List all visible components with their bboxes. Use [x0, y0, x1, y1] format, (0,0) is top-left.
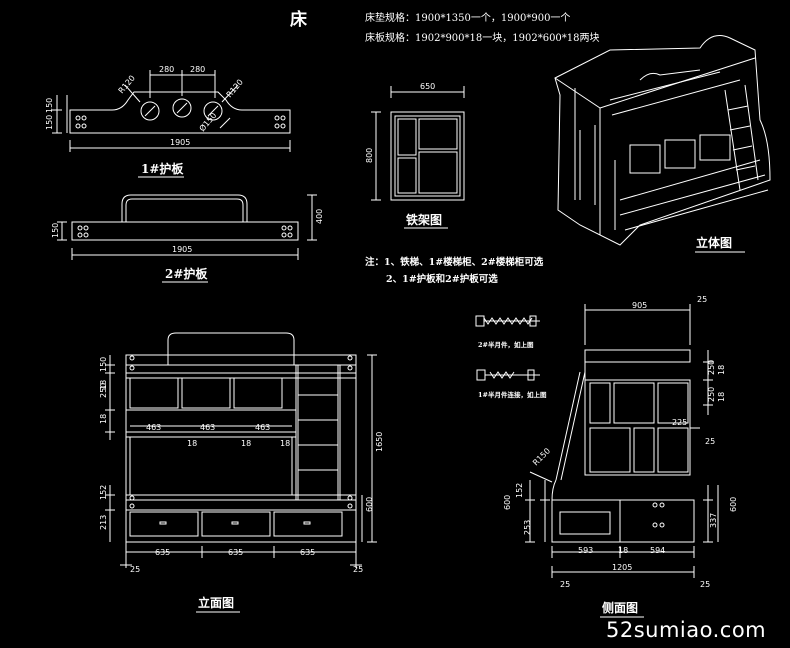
bolt-1 — [476, 369, 540, 381]
bolt-2 — [475, 315, 540, 327]
dim-g1-r150: Ø150 — [197, 110, 219, 133]
dim-g1-150a: 150 — [45, 98, 54, 113]
dim-sd-225: 225 — [672, 418, 687, 427]
bolt-1-label: 1#半月件连接，如上图 — [478, 391, 547, 399]
dim-if-800: 800 — [365, 148, 374, 163]
dim-sd-18a: 18 — [717, 365, 726, 375]
guard-board-2 — [57, 194, 317, 260]
dim-el-463c: 463 — [255, 423, 270, 432]
dim-sd-253: 253 — [523, 520, 532, 535]
dim-el-18b: 18 — [99, 414, 108, 424]
side-view — [525, 304, 719, 578]
dim-if-650: 650 — [420, 82, 435, 91]
dim-sd-250b: 250 — [707, 387, 716, 402]
dim-el-152: 152 — [99, 485, 108, 500]
dim-el-18c: 18 — [187, 439, 197, 448]
dim-el-635a: 635 — [155, 548, 170, 557]
dim-el-635b: 635 — [228, 548, 243, 557]
dim-g2-1905: 1905 — [172, 245, 192, 254]
iron-frame-label: 铁架图 — [406, 213, 443, 227]
dim-el-463b: 463 — [200, 423, 215, 432]
dim-sd-905: 905 — [632, 301, 647, 310]
dim-sd-25b: 25 — [705, 437, 715, 446]
dim-el-250: 250 — [99, 383, 108, 398]
bolt-2-label: 2#半月件，如上图 — [478, 341, 534, 349]
guard-board-1 — [52, 70, 291, 152]
dim-el-18e: 18 — [280, 439, 290, 448]
dim-sd-r150: R150 — [531, 446, 552, 467]
iron-frame — [371, 86, 465, 201]
dim-g1-r120b: R120 — [225, 78, 245, 100]
side-view-label: 侧面图 — [602, 601, 639, 615]
dim-el-463a: 463 — [146, 423, 161, 432]
dim-sd-152: 152 — [515, 483, 524, 498]
watermark: 52sumiao.com — [606, 618, 767, 642]
guard-board-2-label: 2#护板 — [165, 267, 208, 281]
dim-g1-1905: 1905 — [170, 138, 190, 147]
dim-sd-18c: 18 — [618, 546, 628, 555]
elevation-label: 立面图 — [198, 596, 235, 610]
dim-sd-1205: 1205 — [612, 563, 632, 572]
dim-g2-150: 150 — [51, 223, 60, 238]
dim-g1-150b: 150 — [45, 115, 54, 130]
dim-sd-25d: 25 — [700, 580, 710, 589]
guard-board-1-label: 1#护板 — [141, 162, 184, 176]
dim-el-635c: 635 — [300, 548, 315, 557]
dim-sd-600a: 600 — [503, 495, 512, 510]
dim-g1-280a: 280 — [159, 65, 174, 74]
dim-sd-337: 337 — [709, 513, 718, 528]
front-elevation — [105, 332, 377, 568]
mattress-spec: 床垫规格：1900*1350一个，1900*900一个 — [365, 13, 571, 24]
board-spec: 床板规格：1902*900*18一块，1902*600*18两块 — [365, 33, 600, 44]
dim-sd-25a: 25 — [697, 295, 707, 304]
dim-sd-593: 593 — [578, 546, 593, 555]
dim-sd-25c: 25 — [560, 580, 570, 589]
note-line-2: 2、1#护板和2#护板可选 — [386, 274, 498, 285]
dim-el-600: 600 — [365, 497, 374, 512]
dim-sd-594: 594 — [650, 546, 665, 555]
dim-g1-280b: 280 — [190, 65, 205, 74]
dim-sd-18b: 18 — [717, 392, 726, 402]
dim-el-18d: 18 — [241, 439, 251, 448]
dimension-labels: 280 280 R120 R120 Ø150 150 150 1905 150 … — [45, 65, 738, 589]
dim-sd-600b: 600 — [729, 497, 738, 512]
isometric-view — [554, 35, 771, 246]
isometric-label: 立体图 — [696, 236, 733, 250]
note-line-1: 注：1、铁梯、1#楼梯柜、2#楼梯柜可选 — [365, 257, 544, 268]
dim-el-25a: 25 — [130, 565, 140, 574]
dim-el-1650: 1650 — [375, 432, 384, 452]
dim-sd-250a: 250 — [707, 360, 716, 375]
dim-el-18a: 18 — [99, 380, 108, 390]
drawing-title: 床 — [290, 10, 307, 30]
dim-el-150: 150 — [99, 357, 108, 372]
dim-el-213: 213 — [99, 515, 108, 530]
dim-el-25b: 25 — [353, 565, 363, 574]
dim-g2-400: 400 — [315, 209, 324, 224]
